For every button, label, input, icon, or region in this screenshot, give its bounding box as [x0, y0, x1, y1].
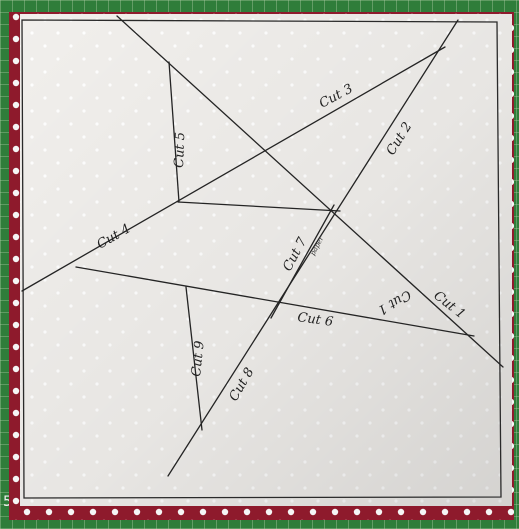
- paper-shadow: [20, 14, 512, 506]
- paper-pattern: [20, 14, 512, 506]
- label-cut-5: Cut 5: [172, 132, 188, 168]
